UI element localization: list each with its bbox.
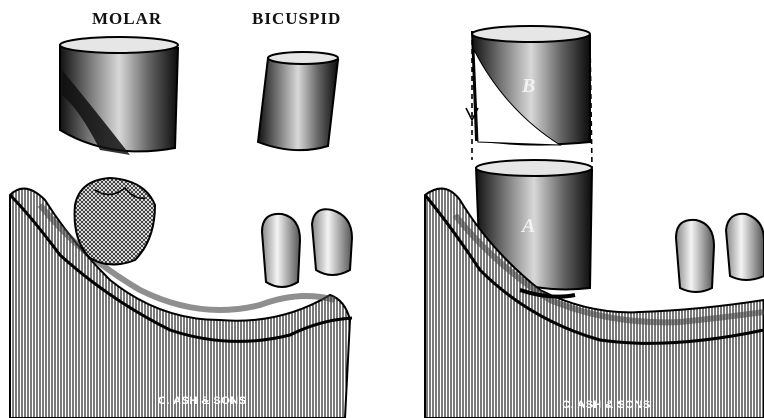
maker-mark-right: C. ASH & SONS [562,399,651,411]
molar-tooth [75,178,155,265]
block-b: B [472,26,590,145]
bicuspid-block [258,52,338,150]
bicuspid-teeth-right [676,214,764,292]
label-b: B [521,75,535,97]
maker-mark-left: C. ASH & SONS [158,395,247,407]
molar-block [60,37,178,155]
jaw-cast-left [10,189,352,418]
left-panel: MOLAR BICUSPID C. ASH & SON [10,9,352,418]
right-panel: B A C. ASH & SONS [425,26,764,418]
label-a: A [520,215,535,237]
bicuspid-caption: BICUSPID [252,9,341,28]
jaw-cast-right [425,189,764,418]
molar-caption: MOLAR [92,9,162,28]
bicuspid-teeth-left [262,209,352,287]
